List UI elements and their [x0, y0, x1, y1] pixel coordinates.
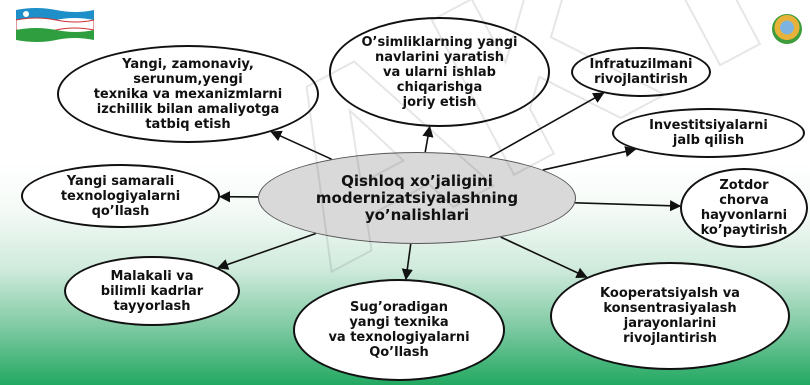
node-tech: Yangi, zamonaviy, serunum,yengi texnika …	[57, 45, 319, 143]
arrow-center-to-livestock	[575, 200, 682, 212]
node-infra: Infratuzilmani rivojlantirish	[571, 47, 711, 97]
node-label: Sug’oradigan yangi texnika va texnologiy…	[328, 300, 470, 360]
node-invest: Investitsiyalarni jalb qilish	[612, 108, 805, 158]
node-label: O’simliklarning yangi navlarini yaratish…	[361, 34, 518, 110]
node-label: Investitsiyalarni jalb qilish	[649, 118, 768, 148]
node-label: Malakali va bilimli kadrlar tayyorlash	[100, 268, 204, 314]
node-label: Yangi, zamonaviy, serunum,yengi texnika …	[93, 56, 283, 132]
arrow-center-to-irrigation	[401, 243, 413, 281]
arrow-center-to-staff	[216, 232, 317, 270]
uzbekistan-emblem-icon	[772, 14, 802, 44]
node-coop: Kooperatsiyalsh va konsentrasiyalash jar…	[550, 262, 790, 370]
center-node: Qishloq xo’jaligini modernizatsiyalashni…	[258, 152, 576, 244]
arrow-center-to-invest	[542, 146, 637, 171]
node-livestock: Zotdor chorva hayvonlarni ko’paytirish	[680, 168, 808, 248]
node-label: Kooperatsiyalsh va konsentrasiyalash jar…	[600, 286, 740, 346]
node-newtech: Yangi samarali texnologiyalarni qo’llash	[21, 164, 220, 228]
arrow-center-to-coop	[500, 236, 588, 278]
node-label: Zotdor chorva hayvonlarni ko’paytirish	[700, 178, 788, 238]
uzbekistan-flag-icon	[16, 6, 94, 44]
arrow-center-to-infra	[489, 92, 605, 158]
arrow-center-to-plants	[422, 125, 434, 153]
node-irrigation: Sug’oradigan yangi texnika va texnologiy…	[293, 279, 505, 381]
node-label: Yangi samarali texnologiyalarni qo’llash	[60, 173, 181, 219]
node-staff: Malakali va bilimli kadrlar tayyorlash	[64, 256, 240, 326]
arrow-center-to-tech	[270, 130, 332, 160]
node-plants: O’simliklarning yangi navlarini yaratish…	[329, 17, 550, 127]
center-label: Qishloq xo’jaligini modernizatsiyalashni…	[315, 171, 519, 224]
node-label: Infratuzilmani rivojlantirish	[589, 57, 693, 87]
